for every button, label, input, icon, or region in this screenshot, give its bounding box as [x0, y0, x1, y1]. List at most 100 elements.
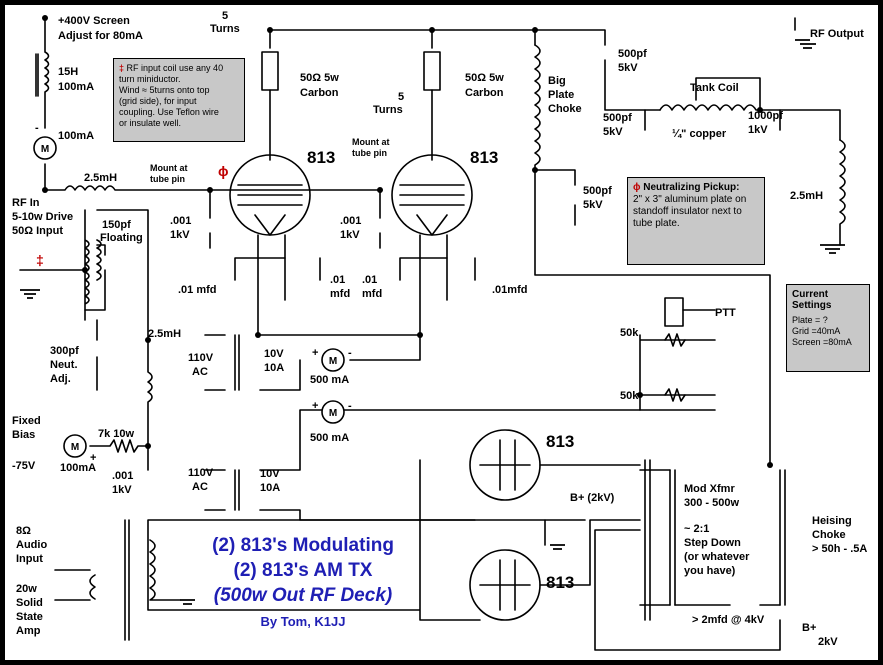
cap-500a-label: 500pf — [618, 48, 647, 60]
title-line-2: (2) 813's AM TX — [233, 560, 373, 581]
cap-1000-label: 1000pf — [748, 110, 783, 122]
coil-note-line-4: (grid side), for input — [119, 96, 197, 106]
mod-tube-2-label: 813 — [546, 573, 575, 592]
rf-in-label: RF In — [12, 197, 40, 209]
cap-2-voltage-label: 1kV — [340, 229, 360, 241]
output-choke-label: 2.5mH — [790, 190, 824, 202]
pot-50k-2-label: 50k — [620, 390, 639, 402]
neutralizing-note-glyph: ϕ — [633, 182, 641, 193]
title-line-1: (2) 813's Modulating — [212, 535, 394, 556]
coil-note-line-6: or insulate well. — [119, 118, 182, 128]
bias-cap-voltage-label: 1kV — [112, 484, 132, 496]
audio-label: Audio — [16, 539, 48, 551]
cap-floating-label: Floating — [100, 232, 143, 244]
meter-2-plus: + — [312, 400, 319, 412]
neutralizing-note-title: Neutralizing Pickup: — [640, 182, 740, 193]
cap-300pf-label: 300pf — [50, 345, 79, 357]
coil-note-line-2: turn miniductor. — [119, 74, 181, 84]
rf-input-imp-label: 50Ω Input — [12, 225, 63, 237]
turns-label-b: Turns — [373, 104, 403, 116]
cap-500c-voltage-label: 5kV — [583, 199, 603, 211]
author-label: By Tom, K1JJ — [260, 614, 346, 629]
pot-50k-1-label: 50k — [620, 327, 639, 339]
rf-output-label: RF Output — [810, 28, 864, 40]
ac-2-label: AC — [192, 481, 208, 493]
meter-500-2-label: 500 mA — [310, 432, 350, 444]
adj-label: Adj. — [50, 373, 71, 385]
settings-title-1: Current — [792, 289, 829, 300]
rf-tube-1-label: 813 — [307, 148, 336, 167]
coil-note-glyph: ‡ — [119, 63, 125, 73]
neutralizing-pickup-glyph: ϕ — [218, 163, 229, 179]
heising-choke-label: Choke — [812, 529, 846, 541]
mount-note-2a: Mount at — [352, 137, 390, 147]
meter-500-1-label: 500 mA — [310, 374, 350, 386]
input-label: Input — [16, 553, 43, 565]
choke-label: Choke — [548, 103, 582, 115]
mod-power-label: 300 - 500w — [684, 497, 740, 509]
turns-label-top: Turns — [210, 23, 240, 35]
cap-01-2b-label: mfd — [330, 288, 351, 300]
fixed-label: Fixed — [12, 415, 41, 427]
cap-500b-label: 500pf — [603, 112, 632, 124]
ohm8-label: 8Ω — [16, 525, 31, 537]
whatever-label: (or whatever — [684, 551, 750, 563]
screen-adjust-label: Adjust for 80mA — [58, 30, 143, 42]
mod-tube-1-label: 813 — [546, 432, 575, 451]
neutralizing-note-line-3: tube plate. — [633, 218, 680, 229]
neutralizing-note-box: ϕ Neutralizing Pickup: 2" x 3" aluminum … — [627, 177, 765, 265]
cap-150pf-label: 150pf — [102, 219, 131, 231]
cap-01-2a-label: .01 — [330, 274, 346, 286]
svg-text:M: M — [329, 408, 337, 419]
svg-text:M: M — [71, 442, 79, 453]
coil-note-line-1: RF input coil use any 40 — [124, 63, 224, 73]
heising-spec-label: > 50h - .5A — [812, 543, 868, 555]
screen-meter-label: 100mA — [58, 130, 95, 142]
coil-note-line-5: coupling. Use Teflon wire — [119, 107, 219, 117]
turns-count-b: 5 — [398, 91, 405, 103]
big-label: Big — [548, 75, 566, 87]
bias-resistor-label: 7k 10w — [98, 428, 135, 440]
mod-xfmr-label: Mod Xfmr — [684, 483, 735, 495]
meter-2-minus: - — [348, 400, 352, 412]
cap-01-1-label: .01 mfd — [178, 284, 217, 296]
ac-1-label: AC — [192, 366, 208, 378]
bias-choke-label: 2.5mH — [148, 328, 182, 340]
amp-label: Amp — [16, 625, 41, 637]
fil-10a-1-label: 10A — [264, 362, 285, 374]
coil-mark-glyph: ‡ — [36, 252, 44, 268]
fil-10a-2-label: 10A — [260, 482, 281, 494]
ac-110-2-label: 110V — [188, 467, 214, 479]
turns-count-top: 5 — [222, 10, 229, 22]
you-have-label: you have) — [684, 565, 736, 577]
screen-supply-label: +400V Screen — [58, 15, 130, 27]
ac-110-1-label: 110V — [188, 352, 214, 364]
current-settings-box: Current Settings Plate = ? Grid =40mA Sc… — [786, 284, 870, 372]
svg-text:M: M — [41, 144, 49, 155]
cap-1000-voltage-label: 1kV — [748, 124, 768, 136]
neutralizing-note-line-2: standoff insulator next to — [633, 206, 742, 217]
bias-meter-label: 100mA — [60, 462, 97, 474]
cap-01-4-label: .01mfd — [492, 284, 528, 296]
title-line-3: (500w Out RF Deck) — [213, 585, 393, 606]
neutralizing-note-line-1: 2" x 3" aluminum plate on — [633, 194, 747, 205]
bias-meter-plus: + — [90, 452, 97, 464]
mount-note-1a: Mount at — [150, 163, 188, 173]
kv2-label: 2kV — [818, 636, 838, 648]
rf-tube-2-label: 813 — [470, 148, 499, 167]
cap-01-3b-label: mfd — [362, 288, 383, 300]
coil-note-line-3: Wind ≈ 5turns onto top — [119, 85, 210, 95]
cap-2-label: .001 — [340, 215, 362, 227]
solid-label: Solid — [16, 597, 43, 609]
state-label: State — [16, 611, 43, 623]
settings-screen: Screen =80mA — [792, 337, 852, 347]
choke-15h-current-label: 100mA — [58, 81, 95, 93]
resistor-2-label: 50Ω 5w — [465, 72, 504, 84]
bias-voltage-label: -75V — [12, 460, 36, 472]
meter-1-minus: - — [348, 347, 352, 359]
ratio-label: ~ 2:1 — [684, 523, 710, 535]
fil-10v-2-label: 10V — [260, 468, 280, 480]
cap-1-label: .001 — [170, 215, 192, 227]
bias-label: Bias — [12, 429, 36, 441]
